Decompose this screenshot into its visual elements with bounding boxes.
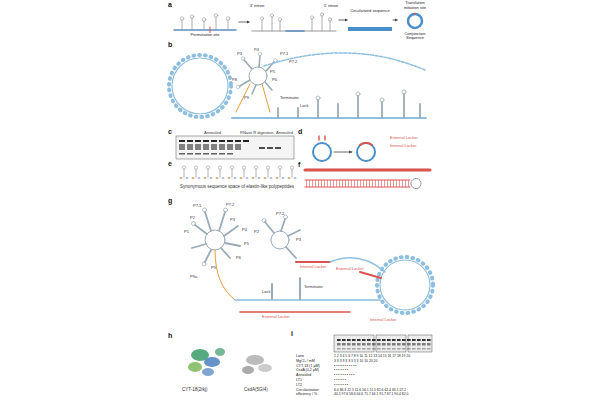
- structure-label: P9a: [190, 275, 197, 279]
- table-cell: LT1: [296, 379, 302, 383]
- table-cell: MgCl₂ / mM: [296, 360, 315, 364]
- table-cell: 40.5 97.6 58.6 64.6 71.7 64.1 91.7 87.1 …: [334, 393, 408, 396]
- structure-label: Internal Locker: [300, 265, 326, 269]
- structure-label: External Locker: [336, 267, 364, 271]
- structure-label: External Locker: [262, 315, 290, 319]
- intron-stage: 3' intron 5' intron: [250, 4, 338, 38]
- structure-label: P1: [184, 230, 189, 234]
- table-cell: efficiency / %: [296, 393, 317, 397]
- table-cell: 3 3 3 3 3 3 3 3 3 10 10 20 20: [334, 360, 377, 363]
- structure-caption: CYT-18(2rkj): [182, 388, 208, 393]
- structure-label: P3: [230, 218, 235, 222]
- table-cell: • • • • • • • • • •: [334, 374, 354, 377]
- panel-letter: d: [298, 128, 302, 135]
- structure-label: P7.1: [193, 204, 201, 208]
- panel-letter: i: [291, 330, 293, 337]
- circular-product: Translation initiation siteConjunction S…: [398, 1, 432, 41]
- structure-label: Annealed: [276, 131, 293, 135]
- structure-label: RNase R digestion: [240, 131, 273, 135]
- flow-arrow: [393, 20, 398, 21]
- structure-label: Lock: [262, 290, 270, 294]
- table-cell: LT2: [296, 384, 302, 388]
- structure-label: Internal Locker: [390, 144, 416, 148]
- circularized-band: Circularized sequence: [348, 9, 392, 31]
- structure-label: Lock: [300, 104, 308, 108]
- structure-label: Terminator: [280, 96, 299, 100]
- table-cell: CYT-18 (1 μM): [296, 365, 320, 369]
- structure-label: P3: [237, 52, 242, 56]
- panel-letter: b: [168, 41, 172, 48]
- node-text: Permutation site: [191, 33, 220, 38]
- panel-letter: g: [168, 197, 172, 204]
- panel-letter: h: [168, 332, 172, 339]
- structure-label: P7.2: [276, 212, 284, 216]
- table-cell: • • • • • • • • • • •: [334, 365, 356, 368]
- panel-letter: c: [168, 128, 172, 135]
- structure-label: P7.2: [226, 203, 234, 207]
- structure-label: Annealed: [204, 131, 221, 135]
- table-cell: Annealed: [296, 374, 311, 378]
- structure-label: P2: [190, 216, 195, 220]
- structure-label: Terminator: [304, 285, 323, 289]
- structure-label: P9: [211, 266, 216, 270]
- flow-arrow: [239, 22, 250, 23]
- table-cell: Circularization: [296, 389, 319, 393]
- panel-letter: e: [168, 160, 172, 167]
- structure-label: P5: [244, 242, 249, 246]
- node-text: Circularized sequence: [350, 9, 390, 14]
- table-cell: CsdA (0.2 μM): [296, 369, 319, 373]
- node-text: 3' intron: [250, 4, 264, 9]
- structure-label: Internal Locker: [370, 318, 396, 322]
- structure-label: P2: [254, 230, 259, 234]
- structure-label: P6: [236, 256, 241, 260]
- node-text: Translation initiation site: [398, 1, 432, 10]
- caption-text: Synonymous sequence space of elastin-lik…: [180, 185, 294, 190]
- structure-label: P3: [296, 238, 301, 242]
- node-text: Conjunction Sequence: [398, 32, 432, 41]
- structure-label: P9: [244, 96, 249, 100]
- structure-caption: CsdA(5GI4): [244, 388, 268, 393]
- table-cell: • • • • • • •: [334, 369, 348, 372]
- structure-label: P7.2: [289, 60, 297, 64]
- table-cell: • • • • • •: [334, 379, 346, 382]
- table-cell: • • • • • • •: [334, 384, 348, 387]
- node-text: 5' intron: [324, 4, 338, 9]
- panel-letter: f: [298, 161, 300, 168]
- structure-label: External Locker: [390, 136, 418, 140]
- structure-label: P5: [270, 70, 275, 74]
- structure-label: P6: [272, 78, 277, 82]
- structure-label: P4: [242, 228, 247, 232]
- permutation-stage: Permutation site: [172, 6, 238, 38]
- structure-label: P4: [254, 48, 259, 52]
- structure-label: P7.1: [280, 52, 288, 56]
- table-cell: Lane: [296, 355, 304, 359]
- flow-arrow: [339, 20, 348, 21]
- panel-letter: a: [168, 1, 172, 8]
- structure-label: P8: [232, 78, 237, 82]
- table-cell: 1 2 3 4 5 6 7 8 9 10 11 12 13 14 15 16 1…: [334, 355, 410, 358]
- table-cell: 6.0 86.3 22.5 11.6 16.1 11.5 82.6 62.4 6…: [334, 389, 406, 392]
